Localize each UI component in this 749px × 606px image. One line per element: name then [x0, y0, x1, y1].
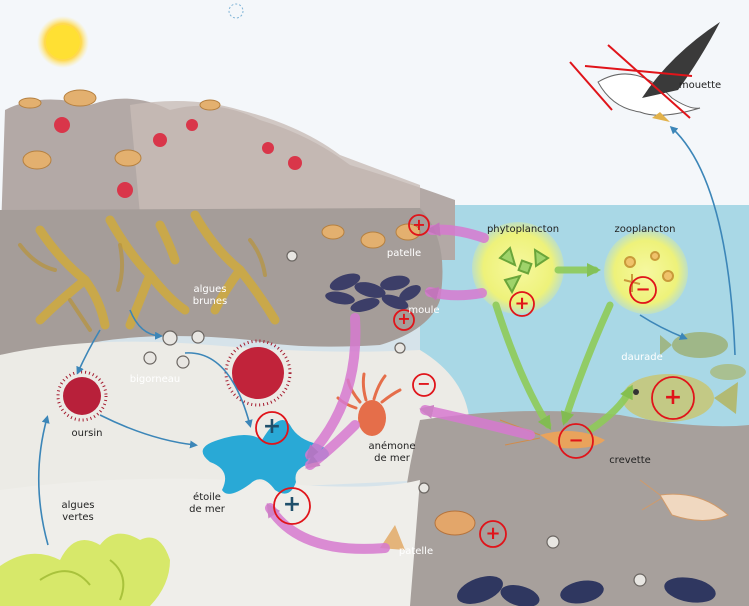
minus-annotation-zooplancton: −	[635, 279, 651, 301]
label-algues-brunes-1: algues	[180, 284, 240, 296]
label-moule: moule	[404, 305, 444, 317]
fish-daurade-small-2	[710, 364, 746, 380]
minus-annotation-crevette: −	[568, 430, 584, 452]
label-etoile-2: de mer	[182, 504, 232, 516]
label-patelle-top: patelle	[374, 248, 434, 260]
plus-annotation-phytoplancton: +	[513, 293, 531, 315]
plus-annotation-etoile-bottom: +	[282, 492, 302, 518]
plus-annotation-patelle: +	[412, 215, 426, 235]
label-etoile-1: étoile	[182, 492, 232, 504]
label-daurade: daurade	[612, 352, 672, 364]
label-algues-brunes-2: brunes	[180, 296, 240, 308]
label-anemone-2: de mer	[362, 453, 422, 465]
plus-annotation-etoile-top: +	[262, 414, 282, 440]
label-bigorneau: bigorneau	[120, 374, 190, 386]
label-oursin: oursin	[62, 428, 112, 440]
label-algues-vertes-1: algues	[48, 500, 108, 512]
label-algues-vertes-2: vertes	[48, 512, 108, 524]
label-crevette: crevette	[600, 455, 660, 467]
sun-core	[46, 25, 80, 59]
plus-annotation-patelle-bottom: +	[485, 523, 501, 545]
minus-annotation-anemone: −	[417, 374, 431, 394]
plus-annotation-daurade: +	[663, 385, 683, 411]
label-anemone-1: anémone	[362, 441, 422, 453]
label-zooplancton: zooplancton	[605, 224, 685, 236]
mid-rock	[0, 208, 443, 355]
label-patelle-bottom: patelle	[386, 546, 446, 558]
label-phytoplancton: phytoplancton	[478, 224, 568, 236]
zooplankton-cloud	[604, 230, 688, 314]
label-mouette: mouette	[665, 80, 735, 92]
